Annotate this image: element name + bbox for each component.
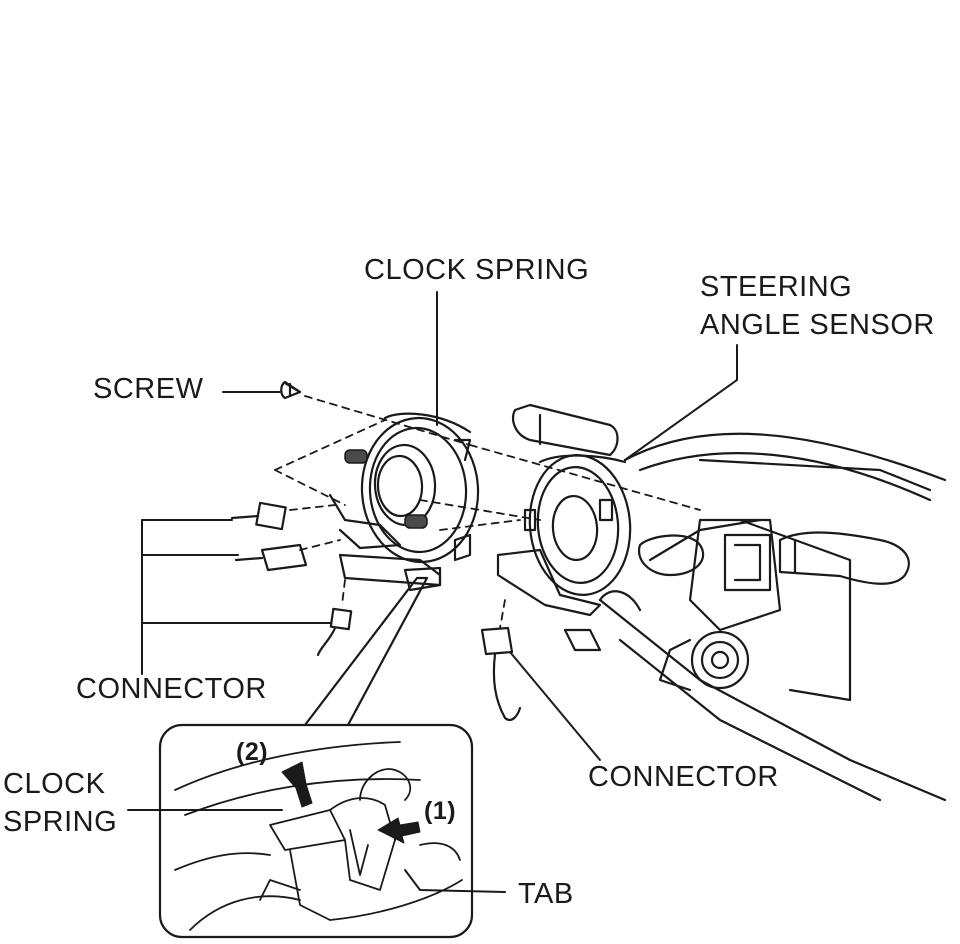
screw	[280, 380, 302, 400]
label-clock-spring-top: CLOCK SPRING	[364, 254, 590, 286]
label-tab: TAB	[518, 878, 574, 910]
arrow-2-icon	[281, 761, 313, 808]
label-clock-spring-inset-line1: CLOCK	[3, 768, 106, 800]
label-steering-angle-sensor-line1: STEERING	[700, 271, 853, 303]
label-steering-angle-sensor-line2: ANGLE SENSOR	[700, 309, 935, 341]
label-connector-left: CONNECTOR	[76, 673, 267, 705]
label-step-2: (2)	[236, 738, 269, 766]
inset-detail	[174, 741, 463, 931]
alignment-lines	[274, 395, 701, 629]
steering-column	[512, 403, 947, 802]
label-clock-spring-inset-line2: SPRING	[3, 806, 118, 838]
label-connector-right: CONNECTOR	[588, 761, 779, 793]
clock-spring-pins	[344, 449, 428, 529]
label-step-1: (1)	[424, 797, 457, 825]
arrow-1-icon	[377, 817, 421, 844]
connector-right	[480, 626, 522, 722]
leader-lines	[127, 291, 738, 893]
connectors-left	[230, 501, 353, 657]
label-screw: SCREW	[93, 373, 204, 405]
steering-angle-sensor	[496, 454, 632, 617]
inset-callout	[158, 576, 474, 939]
clock-spring	[328, 412, 480, 592]
inset-arrows	[281, 761, 421, 844]
